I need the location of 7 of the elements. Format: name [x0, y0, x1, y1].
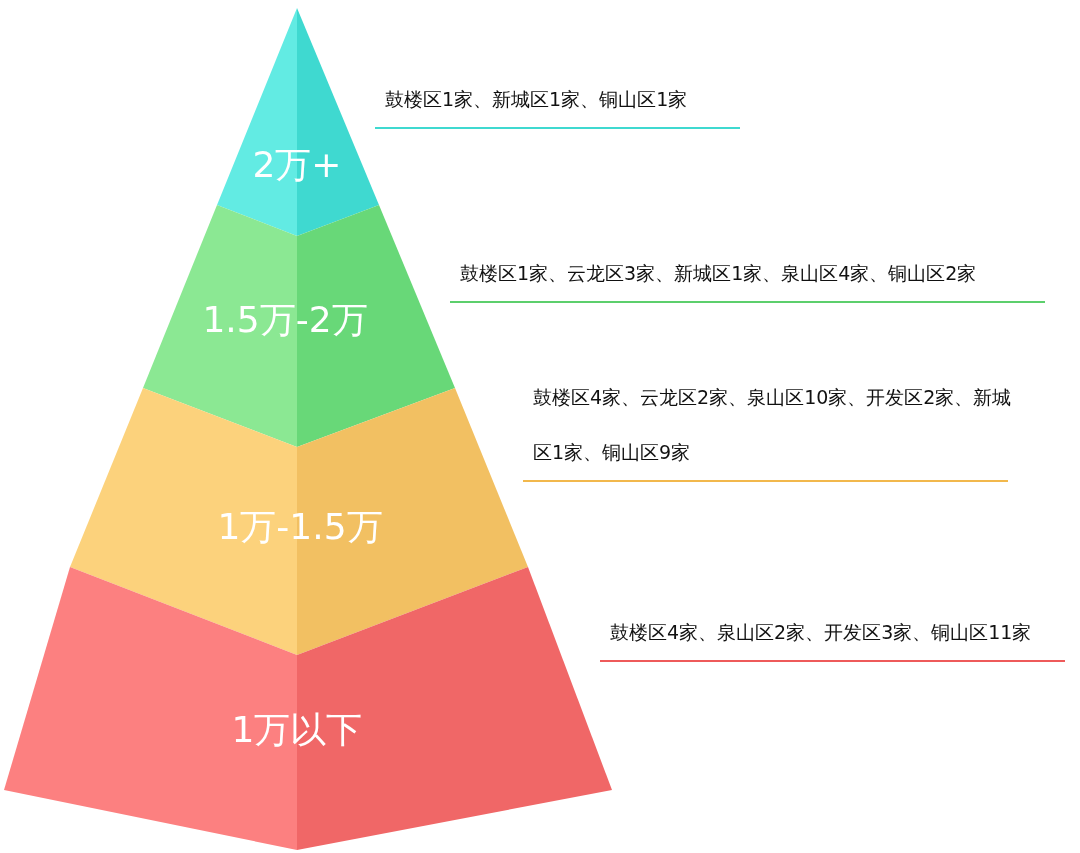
layer-label: 1万以下 — [231, 707, 363, 752]
layer-label: 1万-1.5万 — [217, 504, 383, 549]
layer-label: 2万+ — [252, 142, 342, 187]
layer-label: 1.5万-2万 — [202, 297, 368, 342]
underlined-note: 鼓楼区4家、泉山区2家、开发区3家、铜山区11家 — [600, 605, 1065, 662]
underlined-note: 鼓楼区1家、新城区1家、铜山区1家 — [375, 72, 740, 129]
underlined-note: 鼓楼区1家、云龙区3家、新城区1家、泉山区4家、铜山区2家 — [450, 246, 1045, 303]
